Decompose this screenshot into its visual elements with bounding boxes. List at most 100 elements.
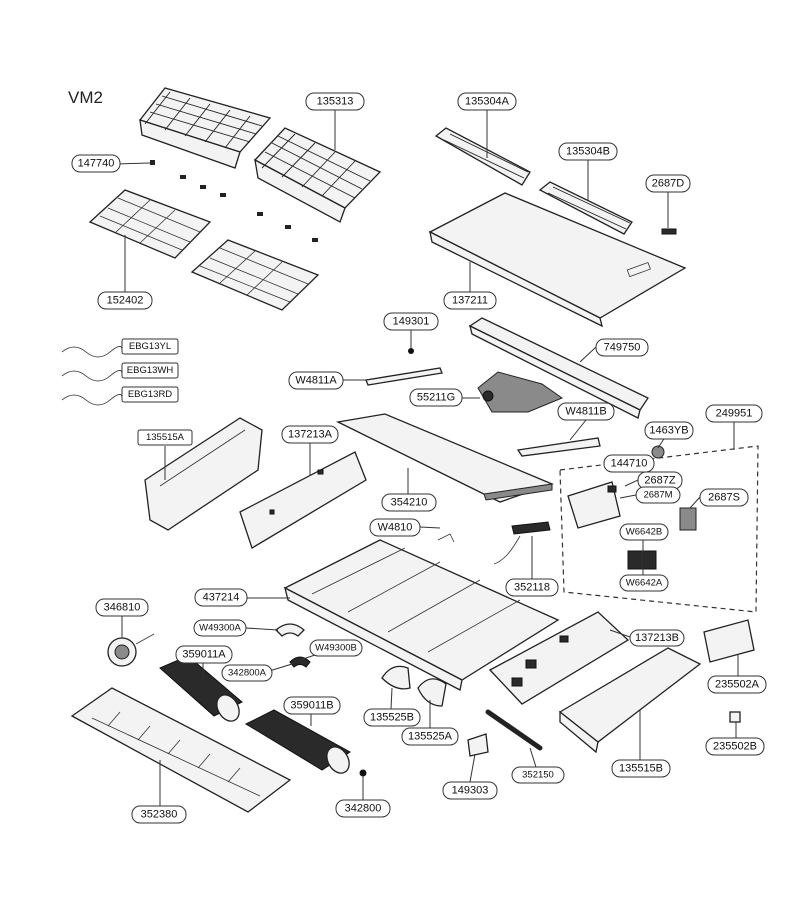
label-135304b: 135304B — [558, 142, 618, 161]
part-board-a — [239, 451, 367, 549]
svg-text:359011A: 359011A — [182, 649, 226, 661]
svg-text:W6642B: W6642B — [626, 527, 662, 538]
label-1463yb: 1463YB — [644, 421, 694, 440]
svg-text:346810: 346810 — [104, 602, 141, 614]
part-wires — [61, 346, 123, 406]
label-w4811a: W4811A — [288, 371, 344, 390]
svg-text:55211G: 55211G — [417, 392, 455, 404]
part-main-pcb — [488, 611, 630, 705]
part-bracket-149303 — [467, 733, 489, 757]
label-w4811b: W4811B — [557, 402, 615, 421]
svg-text:2687D: 2687D — [652, 178, 684, 190]
label-137213a: 137213A — [281, 425, 339, 444]
label-359011a: 359011A — [175, 645, 233, 664]
svg-text:135304A: 135304A — [465, 96, 510, 108]
label-346810: 346810 — [95, 598, 149, 617]
part-drain-pan — [70, 687, 292, 813]
svg-text:EBG13RD: EBG13RD — [128, 389, 172, 400]
label-2687z: 2687Z — [637, 471, 683, 490]
svg-text:135515A: 135515A — [146, 432, 185, 443]
svg-text:749750: 749750 — [604, 342, 641, 354]
label-147740: 147740 — [71, 154, 121, 173]
svg-text:W4811A: W4811A — [295, 375, 337, 387]
label-ebg13wh: EBG13WH — [121, 362, 179, 379]
part-bearing-w49300a — [275, 623, 305, 637]
svg-text:W49300A: W49300A — [199, 623, 241, 634]
label-352118: 352118 — [505, 578, 559, 597]
part-dot-149301 — [408, 348, 414, 354]
svg-text:147740: 147740 — [78, 158, 115, 170]
label-w6642a: W6642A — [619, 574, 669, 592]
svg-text:249951: 249951 — [716, 408, 753, 420]
svg-text:2687S: 2687S — [708, 492, 740, 504]
diagram-title: VM2 — [68, 88, 103, 107]
part-air-filter-right — [190, 239, 320, 311]
label-w49300a: W49300A — [193, 619, 247, 637]
svg-text:152402: 152402 — [107, 295, 144, 307]
part-vane-a — [434, 127, 531, 186]
svg-text:342800: 342800 — [345, 803, 382, 815]
svg-text:W6642A: W6642A — [626, 578, 663, 589]
label-235502a: 235502A — [707, 675, 767, 694]
svg-text:EBG13WH: EBG13WH — [127, 365, 174, 376]
label-342800: 342800 — [335, 799, 391, 818]
label-249951: 249951 — [705, 404, 763, 423]
svg-text:352118: 352118 — [514, 582, 550, 594]
svg-text:2687M: 2687M — [643, 490, 672, 501]
label-w49300b: W49300B — [309, 639, 363, 657]
part-bracket-135525b — [381, 665, 411, 690]
svg-text:149303: 149303 — [452, 785, 489, 797]
part-stepper-motor — [477, 371, 564, 413]
label-w4810: W4810 — [369, 518, 421, 537]
label-437214: 437214 — [194, 588, 248, 607]
label-w6642b: W6642B — [619, 523, 669, 541]
part-rail — [468, 317, 649, 419]
part-235502b — [729, 711, 741, 723]
label-135304a: 135304A — [457, 92, 517, 111]
svg-text:135515B: 135515B — [619, 763, 663, 775]
label-149301: 149301 — [383, 312, 439, 331]
part-blower-wheel-b — [244, 709, 351, 774]
part-air-filter-left — [88, 189, 212, 259]
svg-text:W4811B: W4811B — [565, 406, 606, 418]
svg-text:352150: 352150 — [522, 770, 554, 781]
part-bracket-135525a — [417, 678, 447, 707]
part-labels: 135313 135304A 135304B 147740 2687D 1524… — [71, 92, 767, 824]
part-w4810 — [437, 533, 455, 543]
label-2687s: 2687S — [699, 488, 749, 507]
label-135515b: 135515B — [611, 759, 671, 778]
part-side-bracket-left — [144, 417, 263, 531]
label-2687m: 2687M — [635, 486, 681, 504]
label-149303: 149303 — [442, 781, 498, 800]
label-135313: 135313 — [305, 92, 365, 111]
svg-text:342800A: 342800A — [228, 668, 267, 679]
svg-text:149301: 149301 — [393, 316, 430, 328]
label-137213b: 137213B — [629, 629, 685, 647]
part-fan-motor — [107, 633, 155, 667]
label-749750: 749750 — [595, 338, 649, 357]
part-bearing-w49300b — [289, 656, 311, 668]
label-2687d: 2687D — [645, 174, 691, 193]
part-display-235502a — [703, 619, 755, 663]
label-352150: 352150 — [511, 766, 565, 784]
svg-text:437214: 437214 — [203, 592, 240, 604]
label-ebg13rd: EBG13RD — [121, 386, 179, 403]
label-135515a: 135515A — [137, 429, 193, 446]
part-clips — [150, 160, 318, 242]
label-144710: 144710 — [603, 454, 655, 473]
svg-text:235502A: 235502A — [715, 679, 760, 691]
part-drain-hose — [485, 709, 543, 751]
svg-text:EBG13YL: EBG13YL — [129, 341, 171, 352]
label-152402: 152402 — [97, 291, 153, 310]
svg-text:359011B: 359011B — [290, 700, 333, 712]
label-235502b: 235502B — [705, 737, 765, 756]
label-342800a: 342800A — [221, 664, 273, 682]
part-vane-b — [538, 181, 633, 235]
part-control-box — [567, 481, 697, 570]
svg-text:1463YB: 1463YB — [649, 425, 688, 437]
svg-text:352380: 352380 — [141, 809, 178, 821]
label-359011b: 359011B — [283, 696, 341, 715]
svg-text:137211: 137211 — [452, 295, 488, 307]
svg-text:137213B: 137213B — [635, 632, 679, 644]
part-sensor — [493, 521, 551, 565]
